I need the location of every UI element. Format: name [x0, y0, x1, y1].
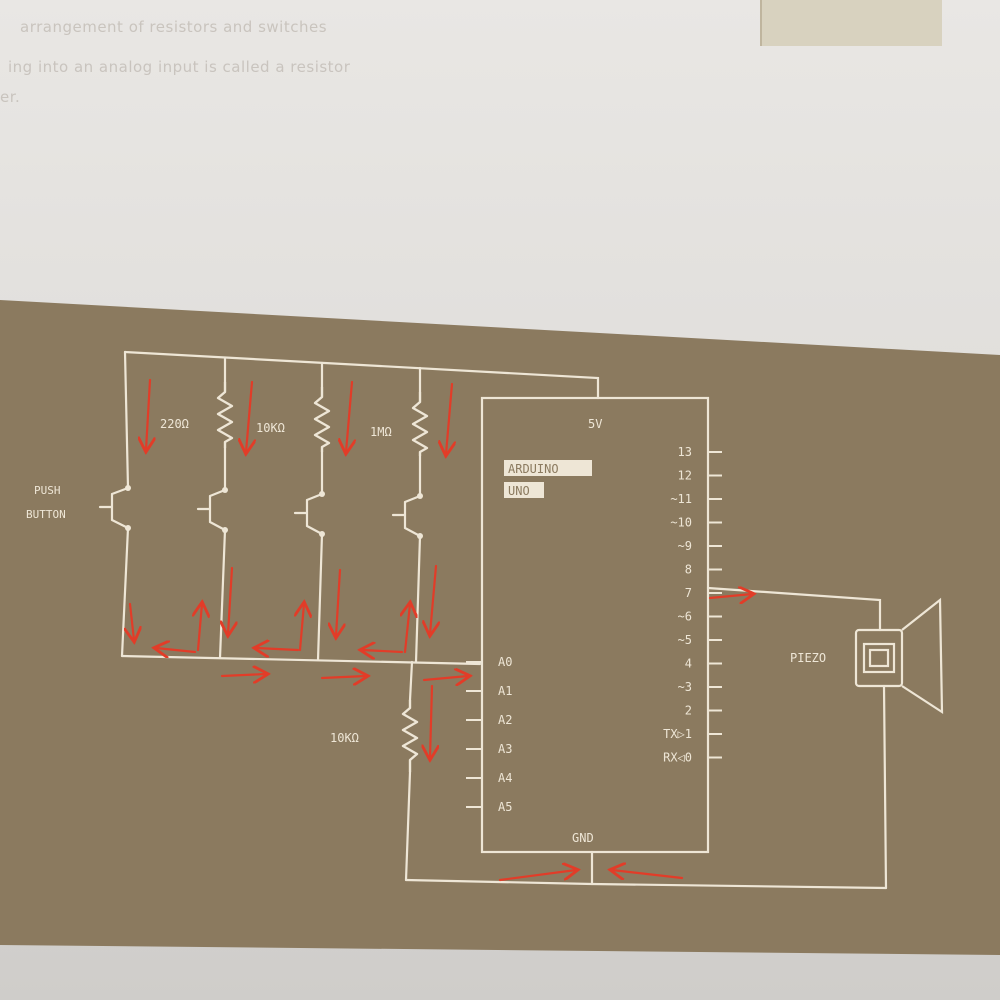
resistor-pulldown-symbol	[401, 700, 419, 772]
arrow-down-4	[446, 382, 452, 454]
button-2	[196, 488, 227, 532]
digital-pin-label: ~9	[678, 539, 692, 553]
digital-pin-label: ~3	[678, 680, 692, 694]
arrow-down-9	[430, 684, 432, 758]
piezo-speaker	[854, 597, 944, 715]
button-1-down	[120, 526, 130, 658]
power-label: 5V	[588, 417, 602, 431]
arrow-down-6	[228, 566, 232, 634]
resistor-pulldown-label: 10KΩ	[330, 731, 359, 745]
pulldown-wire-bottom	[404, 770, 412, 882]
pin8-to-piezo-wire	[706, 586, 882, 632]
piezo-cone	[901, 597, 944, 715]
resistor-symbols	[216, 382, 429, 772]
arrow-up-3	[405, 604, 410, 654]
arrow-down-8	[430, 564, 436, 634]
piezo-label: PIEZO	[790, 651, 826, 665]
arduino-board	[480, 396, 710, 854]
arrow-right-4	[708, 594, 752, 598]
digital-pin-label: ~10	[670, 516, 692, 530]
top-rail-wire	[123, 350, 600, 400]
current-flow-arrows	[130, 378, 752, 882]
arrow-down-5	[130, 602, 134, 640]
arrow-down-7	[336, 568, 340, 636]
analog-pin-label: A3	[498, 742, 512, 756]
ground-label: GND	[572, 831, 594, 845]
button-contacts	[125, 485, 423, 539]
board-name-line-2: UNO	[508, 484, 530, 498]
board-name-box-1	[504, 460, 592, 476]
arrow-left-1	[156, 648, 197, 652]
digital-pin-label: TX▷1	[663, 727, 692, 741]
analog-pin-label: A0	[498, 655, 512, 669]
analog-pin-label: A2	[498, 713, 512, 727]
digital-pin-label: 4	[685, 657, 692, 671]
arrow-down-3	[346, 380, 352, 452]
text-line-3: er.	[0, 88, 21, 106]
digital-pin-label: 8	[685, 563, 692, 577]
resistor-labels: 220Ω 10KΩ 1MΩ 10KΩ PUSH BUTTON	[26, 417, 392, 745]
button-1	[98, 486, 130, 530]
digital-pin-label: 13	[678, 445, 692, 459]
piezo-to-ground-wire	[882, 684, 888, 890]
wires	[98, 350, 888, 890]
resistor-220-symbol	[216, 382, 234, 448]
digital-pin-label: 7	[685, 586, 692, 600]
text-line-2: ing into an analog input is called a res…	[8, 58, 351, 76]
button-4	[391, 494, 422, 538]
bus-to-a0-wire	[120, 654, 482, 666]
digital-pin-label: 2	[685, 704, 692, 718]
resistor-10k-symbol	[313, 387, 331, 452]
digital-pin-label: ~11	[670, 492, 692, 506]
corner-image-fragment	[760, 0, 942, 46]
board-name-line-1: ARDUINO	[508, 462, 559, 476]
arrow-down-2	[246, 380, 252, 452]
resistor-1m-label: 1MΩ	[370, 425, 392, 439]
arrow-up-2	[300, 604, 304, 652]
piezo-inner	[862, 642, 896, 674]
push-button-label-2: BUTTON	[26, 508, 66, 521]
arrow-left-4	[612, 870, 684, 878]
resistor-10k-label: 10KΩ	[256, 421, 285, 435]
arrow-right-3	[422, 676, 468, 680]
board-name-box-2	[504, 482, 544, 498]
analog-pin-label: A5	[498, 800, 512, 814]
digital-pin-label: ~6	[678, 610, 692, 624]
piezo-body	[854, 628, 904, 688]
arrow-right-2	[320, 676, 366, 678]
digital-pins: 13 12 ~11 ~10 ~9 8 7 ~6 ~5 4 ~3 2TX▷1RX◁0	[663, 445, 722, 765]
digital-pin-label: RX◁0	[663, 751, 692, 765]
button-3-down	[316, 532, 324, 662]
arrow-down-1	[146, 378, 150, 450]
arrow-right-5	[498, 870, 576, 882]
arrow-left-3	[362, 650, 404, 652]
analog-pin-label: A1	[498, 684, 512, 698]
resistor-1m-symbol	[411, 392, 429, 456]
digital-pin-label: ~5	[678, 633, 692, 647]
schematic-background	[0, 300, 1000, 955]
button-3	[293, 492, 324, 536]
pulldown-wire-top	[408, 660, 414, 702]
arrow-up-1	[198, 604, 202, 652]
push-button-label-1: PUSH	[34, 484, 61, 497]
text-line-1: arrangement of resistors and switches	[20, 18, 328, 36]
analog-pin-label: A4	[498, 771, 512, 785]
branch-1-wire	[123, 350, 130, 490]
book-page-text: arrangement of resistors and switches in…	[0, 0, 1000, 300]
piezo-core	[868, 648, 890, 668]
arrow-right-1	[220, 674, 266, 676]
resistor-220-label: 220Ω	[160, 417, 189, 431]
digital-pin-label: 12	[678, 469, 692, 483]
arrow-left-2	[256, 648, 300, 650]
